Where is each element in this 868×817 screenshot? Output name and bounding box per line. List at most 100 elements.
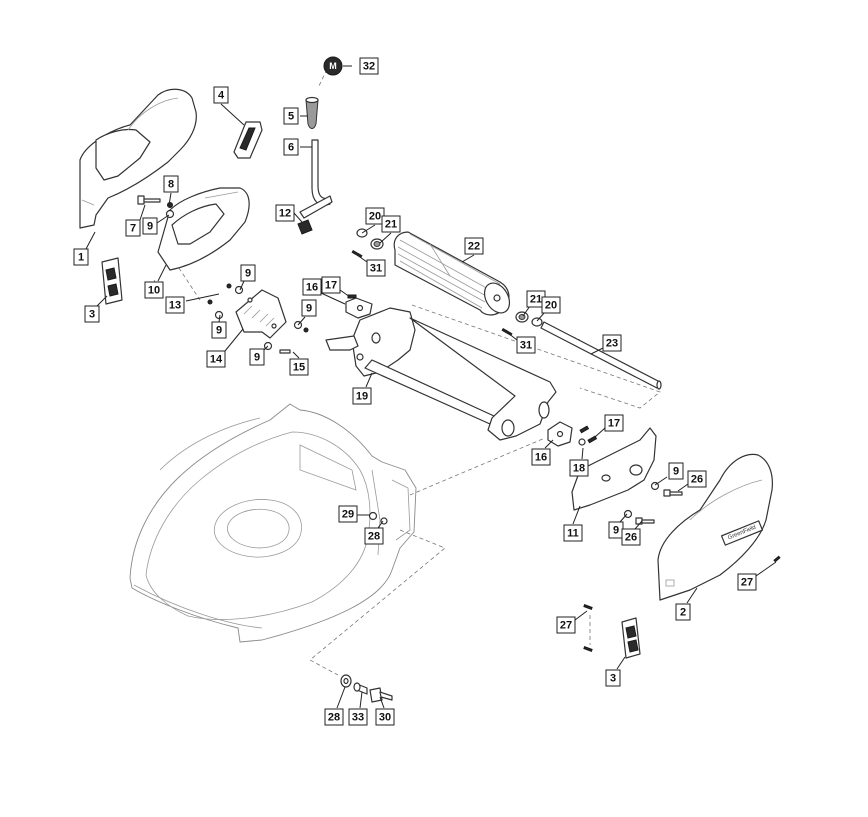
rear-frame-part-19 bbox=[325, 307, 557, 441]
callout-number: 9 bbox=[306, 303, 312, 315]
callout-c9e: 9 bbox=[249, 345, 269, 366]
leader-line bbox=[377, 520, 384, 529]
screw-27-right bbox=[773, 555, 781, 563]
bracket-16-right bbox=[547, 421, 573, 447]
callout-number: 1 bbox=[78, 252, 84, 264]
callout-number: 17 bbox=[608, 418, 620, 430]
callout-number: 29 bbox=[342, 509, 354, 521]
left-side-cover-part-1 bbox=[79, 88, 197, 229]
callout-number: 20 bbox=[545, 300, 557, 312]
right-hinge-part-3 bbox=[621, 617, 641, 659]
axle-rod-part-23 bbox=[540, 321, 662, 390]
callout-box bbox=[125, 219, 141, 237]
callout-box bbox=[556, 616, 576, 634]
callout-c20a: 20 bbox=[361, 207, 385, 234]
callout-number: 13 bbox=[169, 300, 181, 312]
spring-part-12 bbox=[297, 219, 313, 235]
callout-number: 31 bbox=[520, 340, 532, 352]
callout-c33: 33 bbox=[348, 691, 368, 726]
callout-number: 32 bbox=[363, 61, 375, 73]
callout-number: 10 bbox=[148, 285, 160, 297]
callout-number: 9 bbox=[254, 352, 260, 364]
callout-box bbox=[737, 573, 757, 591]
callout-number: 26 bbox=[625, 532, 637, 544]
bearing-21-right bbox=[515, 311, 529, 323]
callout-box bbox=[516, 336, 536, 354]
callout-c3a: 3 bbox=[84, 295, 108, 323]
leader-line bbox=[224, 328, 244, 352]
callout-number: 31 bbox=[370, 263, 382, 275]
nut-8 bbox=[167, 202, 173, 208]
callout-c2: 2 bbox=[675, 587, 698, 621]
leader-line bbox=[574, 610, 588, 621]
callout-box bbox=[165, 296, 185, 314]
leader-line bbox=[686, 587, 698, 604]
callout-number: 21 bbox=[385, 219, 397, 231]
callout-box bbox=[206, 350, 226, 368]
leader-line bbox=[220, 103, 245, 126]
callout-number: 21 bbox=[530, 294, 542, 306]
callout-c9c: 9 bbox=[297, 299, 317, 326]
leader-line bbox=[96, 295, 108, 307]
callout-c29: 29 bbox=[338, 505, 370, 523]
bracket-16-left bbox=[345, 297, 373, 319]
callout-number: 16 bbox=[306, 282, 318, 294]
callout-number: 16 bbox=[535, 452, 547, 464]
callout-c16a: 16 bbox=[302, 278, 346, 305]
callout-box bbox=[668, 462, 684, 480]
callout-number: 19 bbox=[356, 391, 368, 403]
handle-knob-part-5 bbox=[305, 96, 319, 129]
callout-box bbox=[381, 215, 401, 233]
callout-box bbox=[359, 57, 379, 75]
callout-c28b: 28 bbox=[324, 686, 346, 726]
mower-deck bbox=[129, 403, 417, 643]
leader-line bbox=[677, 483, 689, 492]
callout-number: 9 bbox=[245, 268, 251, 280]
callout-c4: 4 bbox=[213, 86, 245, 126]
callout-box bbox=[302, 278, 322, 296]
callout-c17a: 17 bbox=[321, 276, 351, 298]
callout-box bbox=[604, 414, 624, 432]
right-inner-cover-part-11 bbox=[571, 427, 657, 511]
callout-number: 5 bbox=[288, 111, 294, 123]
callout-number: 4 bbox=[218, 90, 225, 102]
leader-line bbox=[507, 332, 518, 341]
m-badge-label: M bbox=[329, 61, 337, 71]
screw-17-right bbox=[579, 425, 598, 444]
callout-c10: 10 bbox=[144, 264, 167, 299]
callout-c23: 23 bbox=[590, 334, 622, 355]
callout-c26b: 26 bbox=[621, 520, 643, 546]
callout-number: 9 bbox=[673, 466, 679, 478]
callout-box bbox=[213, 86, 229, 104]
callout-number: 14 bbox=[210, 354, 223, 366]
roller-brush-part-22 bbox=[393, 231, 511, 316]
screw-13-a bbox=[226, 283, 232, 289]
washer-9-right-b bbox=[623, 509, 633, 519]
callout-box bbox=[366, 259, 386, 277]
leader-line bbox=[616, 656, 626, 670]
callout-c14: 14 bbox=[206, 328, 244, 368]
callout-c16b: 16 bbox=[531, 439, 554, 466]
leader-line bbox=[156, 214, 170, 224]
callout-box bbox=[675, 603, 691, 621]
callout-number: 22 bbox=[468, 241, 480, 253]
leader-line bbox=[185, 293, 220, 302]
screw-17-left bbox=[347, 294, 357, 299]
callout-box bbox=[283, 138, 299, 156]
callout-c8: 8 bbox=[163, 175, 179, 206]
callout-number: 26 bbox=[691, 474, 703, 486]
left-cover-inner-part-10 bbox=[157, 187, 250, 271]
leader-line bbox=[755, 561, 777, 577]
callout-c15: 15 bbox=[289, 351, 309, 376]
m-badge-part-32: M bbox=[323, 56, 343, 76]
callout-c28a: 28 bbox=[364, 520, 384, 545]
screw-27-left-pair bbox=[583, 604, 593, 652]
callout-c22: 22 bbox=[461, 237, 484, 263]
spacer-33 bbox=[353, 682, 368, 695]
leader-line bbox=[292, 351, 300, 359]
screw-7 bbox=[137, 195, 161, 205]
callout-box bbox=[569, 459, 589, 477]
callout-box bbox=[144, 281, 164, 299]
callout-c21b: 21 bbox=[522, 290, 546, 317]
leader-line bbox=[365, 372, 373, 388]
